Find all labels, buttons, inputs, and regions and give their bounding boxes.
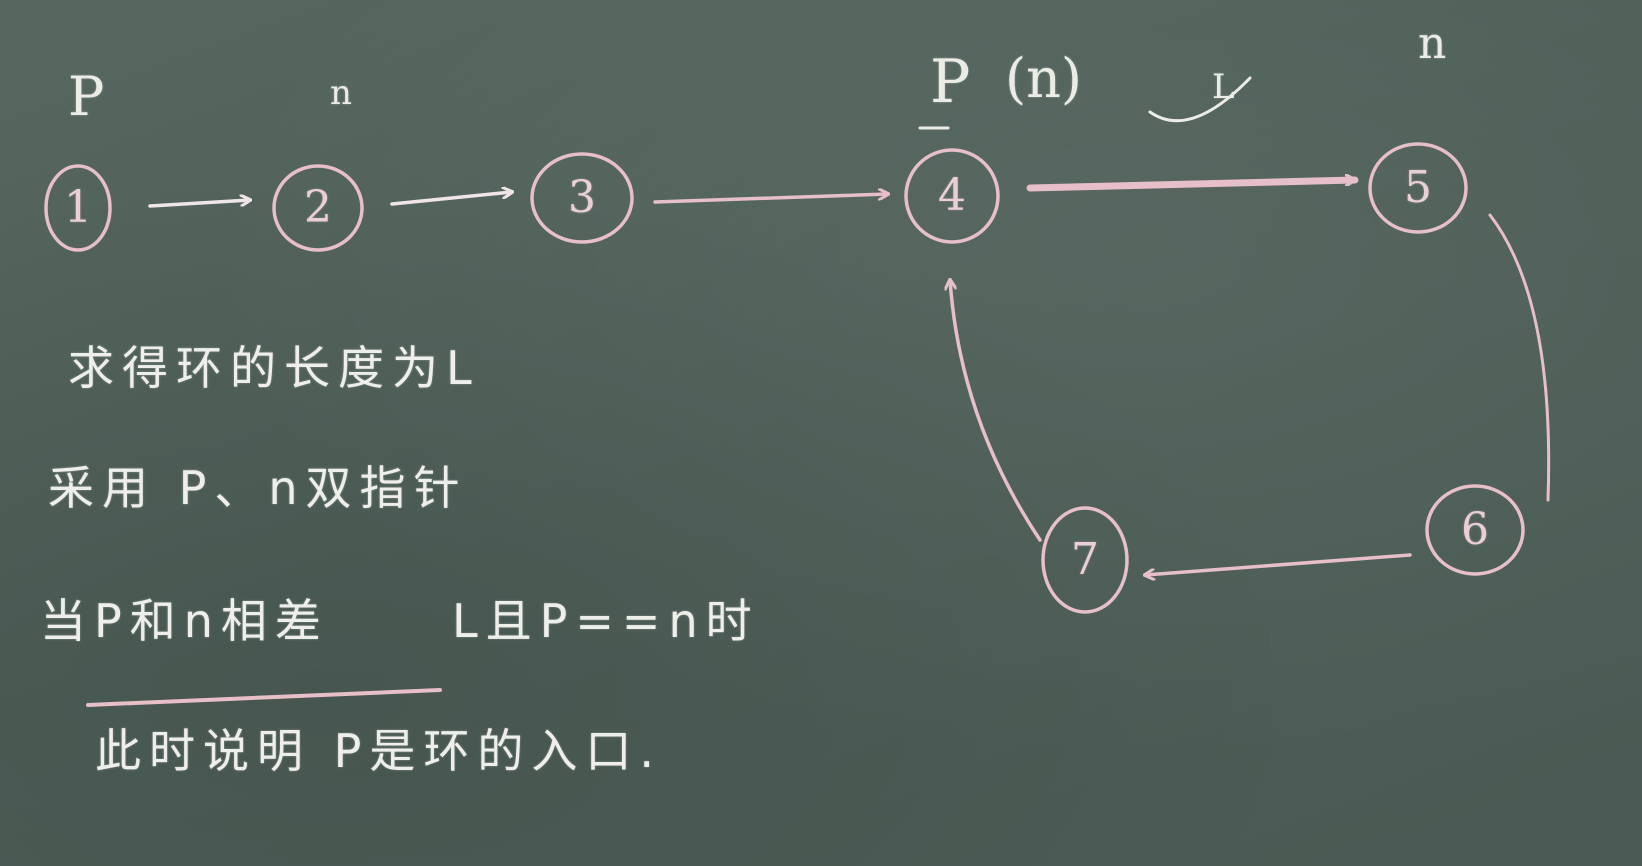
loop-length-brace: [1148, 76, 1252, 123]
arrow-1-2: [148, 200, 250, 208]
node-1-number: 1: [64, 182, 92, 233]
note-line-4: 此时说明 P是环的入口.: [95, 724, 662, 778]
node-3-circle: [530, 152, 634, 244]
arrow-3-4: [653, 194, 888, 204]
note-line3-underline: [86, 688, 442, 707]
node-7-circle: [1041, 506, 1129, 614]
node-3-number: 3: [568, 172, 596, 223]
note-line-3-underlined: 当P和n相差: [40, 594, 329, 648]
loop-length-label: L: [1212, 67, 1235, 107]
node-7-number: 7: [1071, 534, 1099, 585]
node-4-number: 4: [938, 170, 966, 221]
note-line-3-rest: L且P==n时: [452, 594, 760, 648]
p-meet-label: P: [930, 47, 971, 117]
n-meet-label: (n): [1005, 47, 1082, 110]
node-2-number: 2: [304, 182, 332, 233]
node-2-circle: [272, 164, 364, 252]
node-6-number: 6: [1461, 504, 1489, 555]
node-1-circle: [44, 164, 112, 252]
node-5-number: 5: [1404, 162, 1432, 213]
arrow-2-3: [390, 192, 512, 206]
node-4-circle: [904, 148, 1000, 244]
n-start-label: n: [330, 73, 352, 113]
note-line-1: 求得环的长度为L: [68, 341, 480, 395]
arrow-5-6: [1488, 213, 1551, 502]
arrow-4-5: [1026, 180, 1359, 192]
n-end-label: n: [1418, 18, 1447, 69]
arrow-6-7: [1145, 553, 1412, 575]
node-5-circle: [1368, 142, 1468, 234]
arrow-7-4: [950, 280, 1042, 542]
p-start-label: P: [68, 65, 105, 128]
node-6-circle: [1425, 484, 1525, 576]
note-line-2: 采用 P、n双指针: [48, 461, 468, 515]
